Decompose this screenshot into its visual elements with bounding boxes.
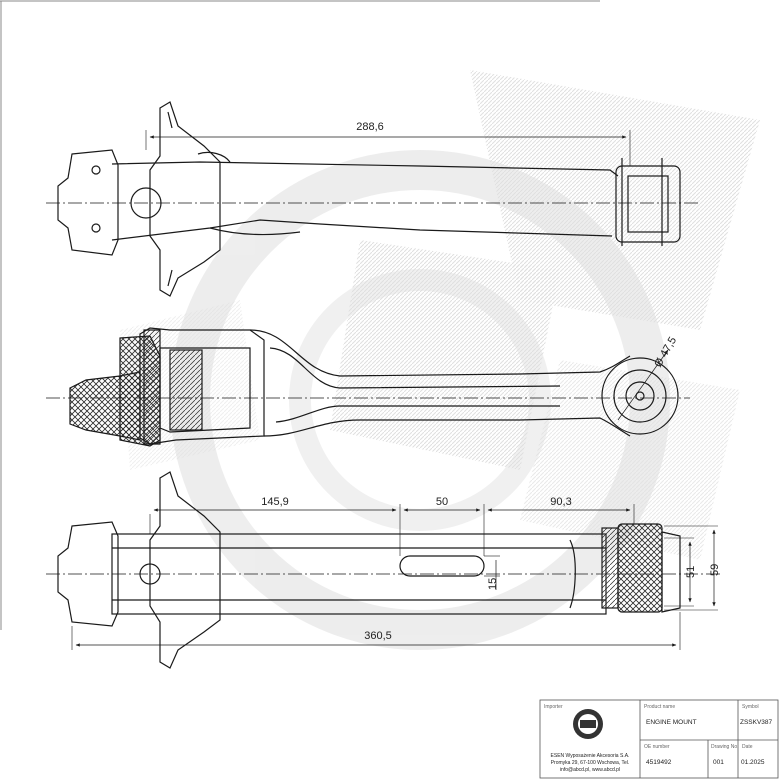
- dim-top-length: 288,6: [356, 121, 384, 133]
- symbol-value: ZSSKV387: [740, 719, 773, 726]
- company-line-2: Promyka 29, 67-100 Wschowa, Tel.: [551, 760, 630, 766]
- mount-plate: [57, 149, 119, 256]
- dim-slot-to-bush: 90,3: [550, 496, 571, 508]
- eye-outer: [601, 357, 679, 435]
- clamp-ring: [143, 329, 161, 445]
- rev-value: 001: [713, 759, 724, 766]
- pivot-hole-bottom: [139, 563, 161, 585]
- arm-slot: [399, 555, 485, 577]
- dim-overall-length: 360,5: [364, 630, 392, 642]
- pivot-hole: [130, 187, 162, 219]
- arm-top-edge: [249, 329, 631, 377]
- dim-slot-width: 15: [487, 578, 499, 590]
- date-label: Date: [742, 744, 753, 750]
- dim-to-slot: 145,9: [261, 496, 289, 508]
- company-line-3: info@abcd.pl, www.abcd.pl: [560, 767, 620, 773]
- rev-label: Drawing No.: [711, 744, 739, 750]
- dim-bush-outer: 59: [709, 564, 721, 576]
- bracket-flange-bottom: [149, 471, 221, 669]
- date-value: 01.2025: [741, 759, 765, 766]
- arm-lower-edge: [111, 219, 613, 241]
- company-line-1: ESEN Wyposażenie Akcesoria S.A.: [551, 753, 630, 759]
- sheet-frame: [0, 0, 600, 630]
- oe-label: OE number: [644, 744, 670, 750]
- dim-line-eye: [617, 349, 669, 421]
- importer-label: Importer: [544, 704, 563, 710]
- dim-slot-length: 50: [436, 496, 448, 508]
- side-view: [46, 327, 690, 447]
- plate-hole-bottom: [91, 223, 101, 233]
- arm-bottom-edge: [263, 417, 631, 437]
- mount-plate-bottom: [57, 521, 119, 627]
- product-name: ENGINE MOUNT: [646, 719, 697, 726]
- bottom-view: [46, 471, 720, 669]
- product-name-label: Product name: [644, 704, 675, 710]
- symbol-label: Symbol: [742, 704, 759, 710]
- bracket-flange: [149, 101, 221, 297]
- plate-hole-top: [91, 165, 101, 175]
- top-view: [46, 101, 700, 297]
- company-logo: [573, 709, 603, 739]
- eye-inner: [625, 381, 655, 411]
- bush-rubber: [617, 523, 663, 613]
- bush-sleeve: [601, 527, 619, 609]
- dim-bush-inner: 51: [685, 566, 697, 578]
- oe-number: 4519492: [646, 759, 672, 766]
- end-bushing: [615, 165, 681, 243]
- arm-upper-edge: [111, 161, 619, 177]
